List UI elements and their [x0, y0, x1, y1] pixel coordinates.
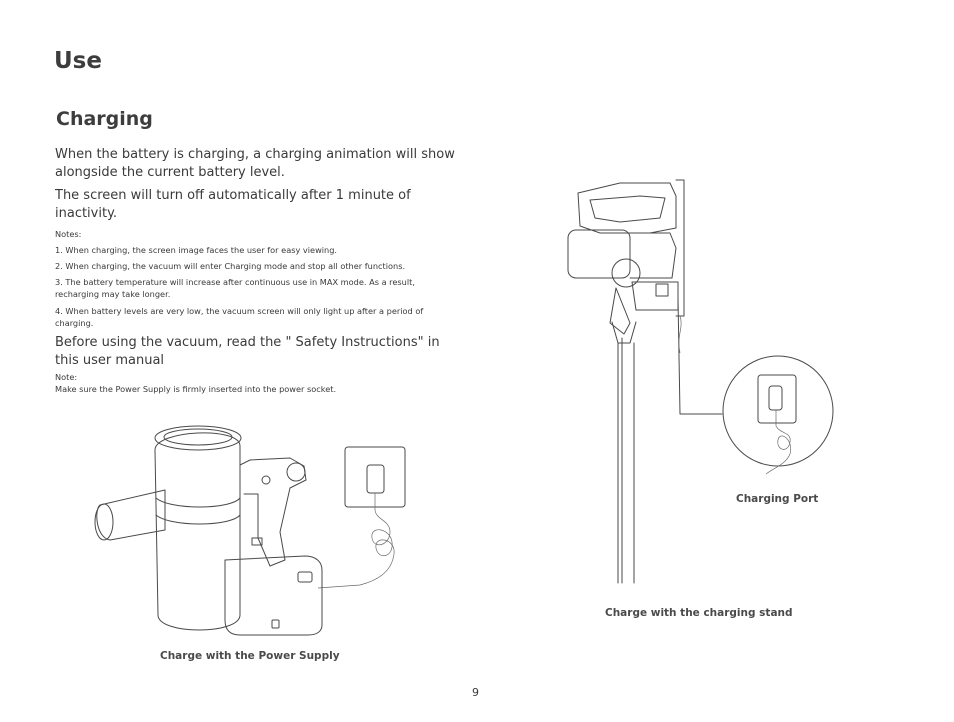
page-number: 9: [472, 686, 479, 699]
section-title: Use: [54, 48, 102, 74]
notes-heading: Notes:: [55, 229, 82, 239]
note-item-3: 3. The battery temperature will increase…: [55, 277, 415, 299]
charging-port-label: Charging Port: [736, 493, 819, 505]
charging-stand-illustration: [567, 179, 834, 584]
paragraph-charging-animation: When the battery is charging, a charging…: [55, 147, 455, 180]
paragraph-screen-timeout: The screen will turn off automatically a…: [55, 188, 411, 221]
power-supply-illustration: [94, 425, 406, 636]
power-supply-caption: Charge with the Power Supply: [160, 650, 340, 662]
safety-paragraph: Before using the vacuum, read the " Safe…: [55, 335, 440, 368]
note-item-1: 1. When charging, the screen image faces…: [55, 245, 338, 255]
note-item-2: 2. When charging, the vacuum will enter …: [55, 261, 406, 271]
note-item-4: 4. When battery levels are very low, the…: [55, 306, 424, 328]
note-text: Make sure the Power Supply is firmly ins…: [55, 384, 337, 394]
note-heading: Note:: [55, 372, 78, 382]
subsection-title: Charging: [56, 108, 153, 130]
charging-stand-caption: Charge with the charging stand: [605, 607, 793, 619]
